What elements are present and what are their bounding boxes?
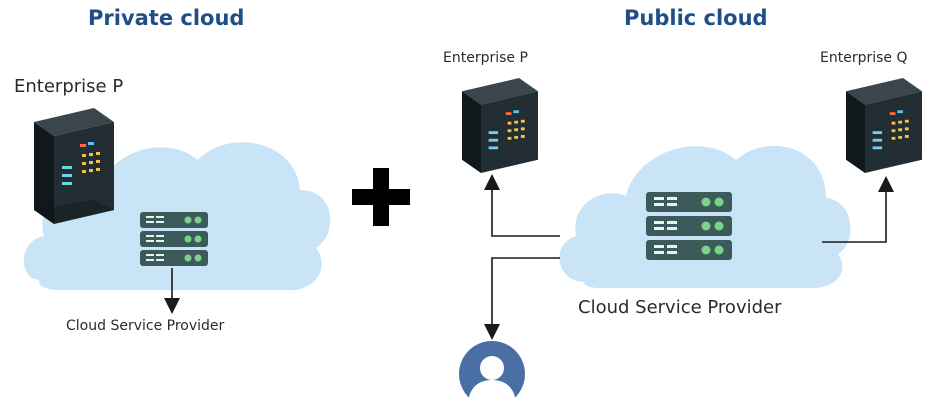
user-avatar-icon — [459, 341, 525, 402]
connector-enterprise-p — [484, 174, 560, 237]
server-stack-icon — [140, 212, 208, 266]
server-tower-icon — [34, 108, 114, 224]
public-enterprise-q-label: Enterprise Q — [820, 50, 908, 66]
server-stack-icon — [646, 192, 732, 260]
private-cloud-title: Private cloud — [88, 6, 245, 30]
plus-icon — [352, 168, 410, 226]
connector-user — [484, 257, 560, 340]
public-provider-label: Cloud Service Provider — [578, 297, 782, 318]
private-provider-label: Cloud Service Provider — [66, 318, 225, 334]
server-tower-icon — [846, 78, 922, 173]
public-cloud-title: Public cloud — [624, 6, 768, 30]
server-tower-icon — [462, 78, 538, 173]
connector-enterprise-q — [822, 176, 894, 243]
private-enterprise-label: Enterprise P — [14, 76, 124, 97]
public-enterprise-p-label: Enterprise P — [443, 50, 528, 66]
